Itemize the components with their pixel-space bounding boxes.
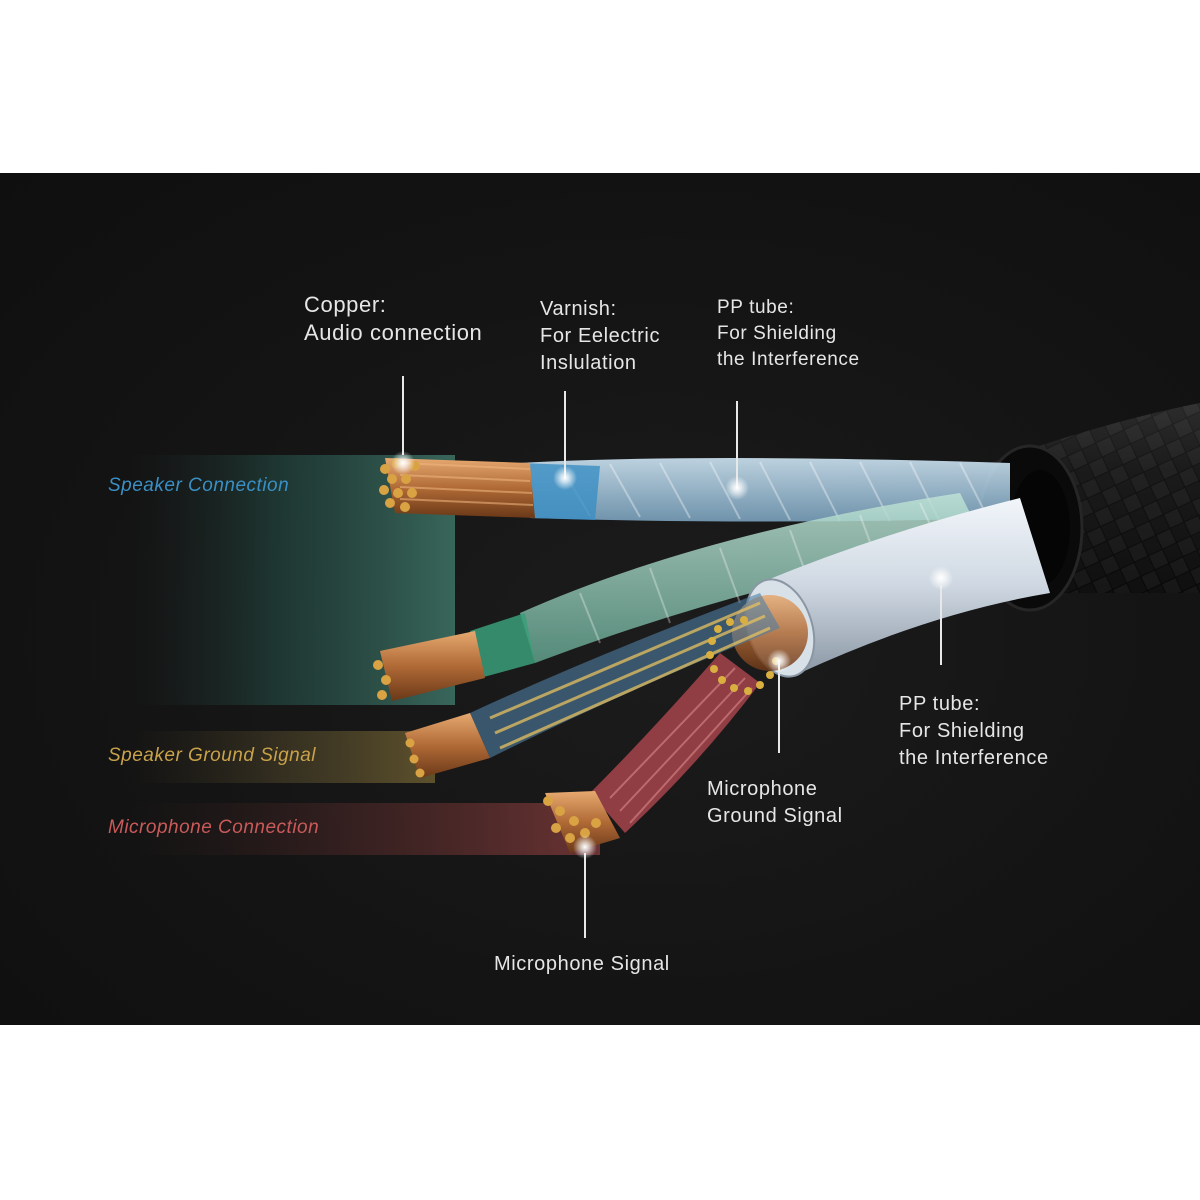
- callout-lines: [402, 376, 942, 938]
- copper-callout-desc: Audio connection: [304, 320, 483, 345]
- pp-tube-right-desc1: For Shielding: [899, 720, 1025, 742]
- mic-ground-ring: [706, 616, 780, 695]
- varnish-callout: Varnish: For Eelectric Inslulation: [540, 296, 660, 377]
- diagram-panel: Copper: Audio connection Varnish: For Ee…: [0, 173, 1200, 1025]
- copper-callout: Copper: Audio connection: [304, 291, 482, 347]
- callout-dots: [391, 451, 953, 859]
- mic-ground-title: Microphone: [707, 778, 818, 800]
- mic-signal-title: Microphone Signal: [494, 953, 670, 975]
- copper-callout-title: Copper:: [304, 292, 387, 317]
- pp-tube-top-desc1: For Shielding: [717, 323, 837, 344]
- speaker-ground-label: Speaker Ground Signal: [108, 745, 317, 766]
- speaker-ground-band: [130, 731, 435, 783]
- cable-illustration: [130, 376, 1200, 938]
- pp-tube-right-callout: PP tube: For Shielding the Interference: [899, 691, 1049, 772]
- mic-ground-desc: Ground Signal: [707, 805, 843, 827]
- varnish-callout-desc2: Inslulation: [540, 352, 637, 374]
- speaker-connection-label: Speaker Connection: [108, 475, 290, 496]
- mic-signal-callout: Microphone Signal: [494, 951, 670, 978]
- pp-tube-right-desc2: the Interference: [899, 747, 1049, 769]
- microphone-connection-band: [130, 803, 600, 855]
- pp-tube-top-callout: PP tube: For Shielding the Interference: [717, 295, 860, 373]
- pp-tube-right-title: PP tube:: [899, 693, 981, 715]
- speaker-ground-wire: [405, 593, 780, 778]
- mic-ground-callout: Microphone Ground Signal: [707, 776, 843, 830]
- varnish-callout-title: Varnish:: [540, 298, 617, 320]
- microphone-wire: [543, 653, 760, 853]
- speaker-wire: [379, 458, 1010, 523]
- pp-tube-top-desc2: the Interference: [717, 349, 860, 370]
- pp-tube-top-title: PP tube:: [717, 297, 795, 318]
- microphone-connection-label: Microphone Connection: [108, 817, 320, 838]
- varnish-callout-desc1: For Eelectric: [540, 325, 661, 347]
- speaker-wire-green: [373, 493, 985, 701]
